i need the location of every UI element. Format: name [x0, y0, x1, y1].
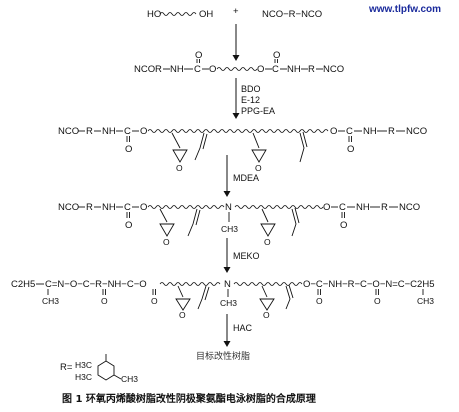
- r4-epoxide-o-1: O: [179, 310, 186, 320]
- r2-epoxide-o-1: O: [176, 163, 183, 173]
- r1-nco-right: NCO: [323, 64, 344, 75]
- r4-o-carbonyl-2: O: [151, 296, 158, 306]
- reagent-meko: MEKO: [233, 251, 260, 261]
- r-def-ch3: CH3: [121, 374, 138, 384]
- arrowhead-3: [223, 191, 231, 197]
- r1-o-left: O: [209, 64, 216, 75]
- watermark-url: www.tlpfw.com: [368, 4, 441, 15]
- r3-r-left: R: [86, 202, 93, 213]
- r4-o-carbonyl-4: O: [374, 296, 381, 306]
- reagent-mdea: MDEA: [233, 173, 259, 183]
- r1-c-left: C: [194, 64, 201, 75]
- r-def-h3c-bottom: H3C: [75, 372, 92, 382]
- diol-oh: OH: [199, 9, 213, 20]
- r2-c-right: C: [346, 126, 353, 137]
- r4-chain-left: C=N−O−C−R−NH−C−O: [45, 279, 147, 290]
- r3-nco-left: NCO: [58, 202, 79, 213]
- target-resin-label: 目标改性树脂: [196, 350, 250, 362]
- r1-o-carbonyl-right: O: [273, 50, 280, 61]
- prepolymer-row-1: NCO R NH C O O O C O NH R NCO: [134, 50, 344, 75]
- plus-sign: +: [233, 6, 239, 17]
- r3-c-right: C: [339, 202, 346, 213]
- diol-ho: HO: [147, 9, 161, 20]
- r2-c-left: C: [124, 126, 131, 137]
- r2-epoxide-o-2: O: [255, 163, 262, 173]
- r1-nh-left: NH: [170, 64, 184, 75]
- diisocyanate: NCO−R−NCO: [262, 9, 322, 20]
- r1-nco-left: NCO: [134, 64, 155, 75]
- reagent-ppg-ea: PPG-EA: [241, 106, 275, 116]
- reagent-e12: E-12: [241, 95, 260, 105]
- r-def-h3c-top: H3C: [75, 360, 92, 370]
- arrowhead-1: [232, 55, 240, 61]
- r4-chain-right: O−C−NH−R−C−O−N=C−C2H5: [303, 279, 434, 290]
- r3-r-right: R: [381, 202, 388, 213]
- blocked-product-row-4: C2H5 C=N−O−C−R−NH−C−O CH3 O O N CH3 O O …: [11, 279, 434, 320]
- r4-ethyl-left: C2H5: [11, 279, 35, 290]
- reagent-hac: HAC: [233, 323, 253, 333]
- r1-o-right: O: [257, 64, 264, 75]
- r4-ch3-left: CH3: [42, 296, 59, 306]
- r2-o-carbonyl-left: O: [125, 144, 132, 155]
- r2-nco-right: NCO: [406, 126, 427, 137]
- r3-o-right: O: [323, 202, 330, 213]
- reagent-bdo: BDO: [241, 84, 261, 94]
- r3-c-left: C: [124, 202, 131, 213]
- r3-nh-left: NH: [102, 202, 116, 213]
- r4-ch3-right: CH3: [417, 296, 434, 306]
- r4-o-carbonyl-1: O: [101, 296, 108, 306]
- r1-r-right: R: [308, 64, 315, 75]
- figure-caption: 图 1 环氧丙烯酸树脂改性阴极聚氨酯电泳树脂的合成原理: [62, 392, 316, 405]
- cyclohexane-ring: [97, 360, 115, 381]
- r-group-definition: R= H3C H3C CH3: [60, 354, 138, 384]
- prepolymer-row-2: NCO R NH C O O O O O C O NH R NCO: [58, 126, 427, 173]
- r2-nco-left: NCO: [58, 126, 79, 137]
- arrowhead-4: [223, 267, 231, 273]
- r2-nh-right: NH: [363, 126, 377, 137]
- r4-ch3-n: CH3: [220, 298, 237, 308]
- r4-epoxide-o-2: O: [263, 310, 270, 320]
- r1-nh-right: NH: [287, 64, 301, 75]
- r3-nh-right: NH: [356, 202, 370, 213]
- r2-o-left: O: [140, 126, 147, 137]
- r-def-prefix: R=: [60, 362, 73, 373]
- r4-n: N: [224, 279, 231, 290]
- r3-epoxide-o-1: O: [163, 237, 170, 247]
- r3-nco-right: NCO: [399, 202, 420, 213]
- arrowhead-5: [223, 341, 231, 347]
- arrowhead-2: [232, 113, 240, 119]
- r2-r-right: R: [388, 126, 395, 137]
- r3-o-carbonyl-left: O: [125, 220, 132, 231]
- r1-c-right: C: [272, 64, 279, 75]
- r3-n: N: [225, 202, 232, 213]
- r1-r-left: R: [155, 64, 162, 75]
- r3-o-carbonyl-right: O: [340, 220, 347, 231]
- r2-o-right: O: [330, 126, 337, 137]
- prepolymer-row-3: NCO R NH C O O N CH3 O O O C O NH R: [58, 202, 420, 247]
- r3-o-left: O: [140, 202, 147, 213]
- r2-o-carbonyl-right: O: [347, 144, 354, 155]
- r2-r-left: R: [86, 126, 93, 137]
- r2-nh-left: NH: [102, 126, 116, 137]
- polyol-chain: [159, 12, 197, 16]
- r3-ch3: CH3: [221, 224, 238, 234]
- r1-o-carbonyl-left: O: [195, 50, 202, 61]
- r3-epoxide-o-2: O: [264, 237, 271, 247]
- r4-o-carbonyl-3: O: [316, 296, 323, 306]
